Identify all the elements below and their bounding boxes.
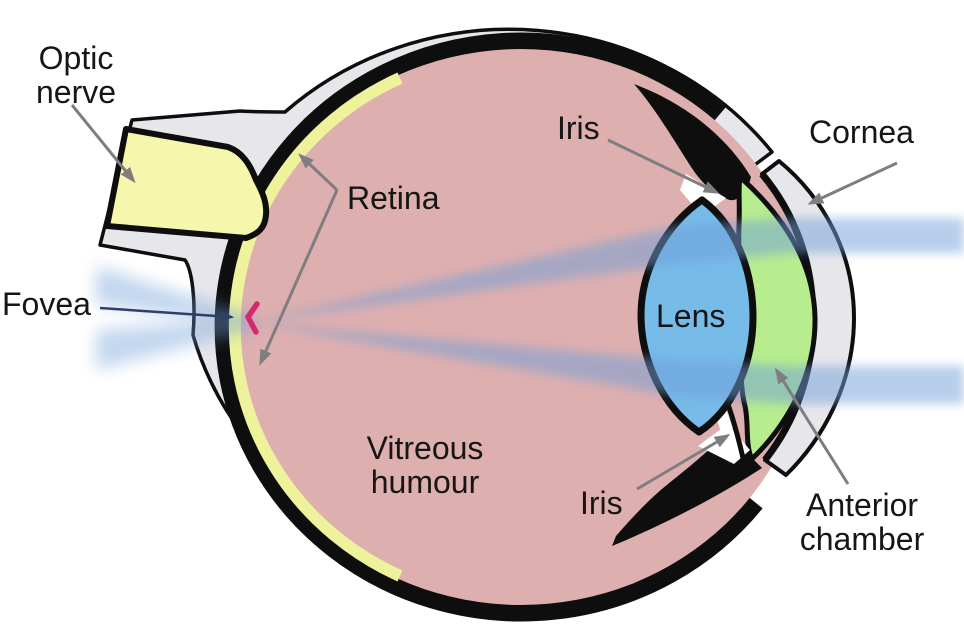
iris-top-shape xyxy=(634,84,751,201)
label-iris-bottom: Iris xyxy=(580,485,623,521)
fovea-mark xyxy=(245,301,260,335)
light-beam-exit-top xyxy=(96,266,252,327)
optic-nerve-arrow xyxy=(70,104,136,184)
label-vitreous-line2: humour xyxy=(370,464,480,500)
label-optic-nerve-line1: Optic xyxy=(38,40,114,76)
label-anterior-chamber-line2: chamber xyxy=(799,521,925,557)
label-vitreous-line1: Vitreous xyxy=(366,430,484,466)
iris-bottom-arrow xyxy=(636,433,731,491)
label-vitreous-humour: Vitreous humour xyxy=(352,431,498,499)
label-cornea: Cornea xyxy=(809,114,914,150)
anterior-chamber-arrow xyxy=(774,367,850,485)
optic-nerve-shape xyxy=(104,126,270,241)
label-iris-top: Iris xyxy=(557,110,600,146)
fovea-arrow xyxy=(99,306,235,322)
cornea-arrow xyxy=(807,161,898,205)
retina-arrow-upper xyxy=(298,153,339,192)
label-anterior-chamber: Anterior chamber xyxy=(788,488,936,556)
label-retina: Retina xyxy=(347,180,440,216)
label-lens: Lens xyxy=(656,298,726,334)
posterior-chamber-gap-top xyxy=(680,174,726,216)
light-beam-exit-bottom xyxy=(96,318,252,370)
light-beam-top xyxy=(250,218,964,322)
retina-arrow-lower xyxy=(259,189,339,366)
label-optic-nerve: Optic nerve xyxy=(14,41,138,109)
label-fovea: Fovea xyxy=(2,286,91,322)
vitreous-humour-shape xyxy=(231,49,811,605)
choroid-ring xyxy=(214,32,763,622)
label-anterior-chamber-line1: Anterior xyxy=(805,487,919,523)
iris-top-arrow xyxy=(607,138,720,194)
label-optic-nerve-line2: nerve xyxy=(35,74,117,110)
